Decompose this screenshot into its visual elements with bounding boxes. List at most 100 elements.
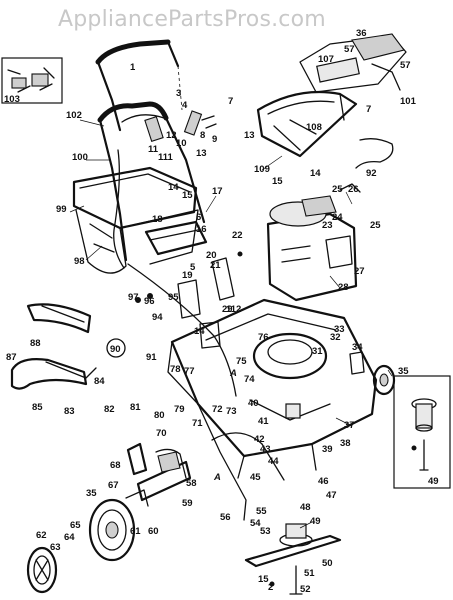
callout-56: 56 bbox=[220, 512, 231, 523]
callout-70: 70 bbox=[156, 428, 167, 439]
callout-15a: 15 bbox=[182, 190, 193, 201]
callout-74: 74 bbox=[244, 374, 255, 385]
callout-A-lower: A bbox=[213, 472, 221, 483]
inset-107-starter-parts bbox=[299, 33, 407, 93]
callout-25a: 25 bbox=[332, 184, 343, 195]
callout-9: 9 bbox=[212, 134, 217, 145]
watermark-text: AppliancePartsPros.com bbox=[58, 7, 326, 32]
callout-33: 33 bbox=[334, 324, 345, 335]
inset-103-control-parts bbox=[1, 57, 63, 104]
callout-35b: 35 bbox=[86, 488, 97, 499]
callout-62: 62 bbox=[36, 530, 47, 541]
callout-72: 72 bbox=[212, 404, 223, 415]
callout-83: 83 bbox=[64, 406, 75, 417]
callout-100: 100 bbox=[72, 152, 88, 163]
callout-65: 65 bbox=[70, 520, 81, 531]
callout-15c: 15 bbox=[258, 574, 269, 585]
callout-22: 22 bbox=[232, 230, 243, 241]
callout-25b: 25 bbox=[370, 220, 381, 231]
callout-108: 108 bbox=[306, 122, 322, 133]
callout-24: 24 bbox=[332, 212, 343, 223]
callout-18: 18 bbox=[152, 214, 163, 225]
callout-12: 12 bbox=[166, 130, 177, 141]
callout-21: 21 bbox=[210, 260, 221, 271]
callout-13b: 13 bbox=[244, 130, 255, 141]
callout-85: 85 bbox=[32, 402, 43, 413]
callout-60: 60 bbox=[148, 526, 159, 537]
callout-91: 91 bbox=[146, 352, 157, 363]
upper-handle bbox=[95, 39, 183, 132]
callout-7a: 7 bbox=[228, 96, 233, 107]
callout-45: 45 bbox=[250, 472, 261, 483]
callout-53: 53 bbox=[260, 526, 271, 537]
front-wheel-assembly bbox=[88, 460, 192, 562]
callout-61: 61 bbox=[130, 526, 141, 537]
callout-41: 41 bbox=[258, 416, 269, 427]
callout-14b: 14 bbox=[310, 168, 321, 179]
callout-48: 48 bbox=[300, 502, 311, 513]
callout-80: 80 bbox=[154, 410, 165, 421]
callout-3: 3 bbox=[176, 88, 181, 99]
callout-40: 40 bbox=[248, 398, 259, 409]
callout-27: 27 bbox=[354, 266, 365, 277]
callout-58: 58 bbox=[186, 478, 197, 489]
callout-A-upper: A bbox=[229, 368, 237, 379]
rear-deflector bbox=[10, 303, 97, 390]
callout-17: 17 bbox=[212, 186, 223, 197]
callout-23: 23 bbox=[322, 220, 333, 231]
callout-68: 68 bbox=[110, 460, 121, 471]
callout-13a: 13 bbox=[196, 148, 207, 159]
callout-73: 73 bbox=[226, 406, 237, 417]
callout-102: 102 bbox=[66, 110, 82, 121]
callout-111: 111 bbox=[158, 152, 174, 163]
callout-112: 112 bbox=[226, 304, 241, 315]
callout-5: 5 bbox=[190, 262, 196, 273]
callout-6: 6 bbox=[196, 212, 201, 223]
callout-35a: 35 bbox=[398, 366, 409, 377]
callout-109: 109 bbox=[254, 164, 270, 175]
callout-101: 101 bbox=[400, 96, 417, 107]
callout-11: 11 bbox=[148, 144, 159, 155]
callout-8: 8 bbox=[200, 130, 205, 141]
callout-92: 92 bbox=[366, 168, 377, 179]
callout-31: 31 bbox=[312, 346, 323, 357]
callout-43: 43 bbox=[260, 444, 271, 455]
front-skirt bbox=[197, 403, 285, 521]
callout-38: 38 bbox=[340, 438, 351, 449]
callout-98: 98 bbox=[74, 256, 85, 267]
callout-81: 81 bbox=[130, 402, 141, 413]
callout-20: 20 bbox=[206, 250, 217, 261]
callout-2: 2 bbox=[268, 582, 273, 593]
reference-circle-90 bbox=[106, 338, 126, 358]
rear-shroud bbox=[256, 90, 358, 158]
callout-64: 64 bbox=[64, 532, 75, 543]
callout-107: 107 bbox=[318, 54, 334, 65]
callout-57b: 57 bbox=[400, 60, 411, 71]
callout-78: 78 bbox=[170, 364, 181, 375]
callout-94: 94 bbox=[152, 312, 163, 323]
leader-lines bbox=[69, 119, 393, 529]
callout-26: 26 bbox=[348, 184, 359, 195]
callout-82: 82 bbox=[104, 404, 115, 415]
callout-51: 51 bbox=[304, 568, 315, 579]
callout-36: 36 bbox=[356, 28, 367, 39]
callout-103: 103 bbox=[4, 94, 20, 105]
callout-15b: 15 bbox=[272, 176, 283, 187]
engine bbox=[266, 183, 361, 302]
hub-cap bbox=[26, 546, 58, 594]
wire-92 bbox=[355, 138, 394, 169]
callout-39: 39 bbox=[322, 444, 333, 455]
callout-42: 42 bbox=[254, 434, 265, 445]
callout-47: 47 bbox=[326, 490, 337, 501]
callout-44: 44 bbox=[268, 456, 279, 467]
inset-49-adapter bbox=[393, 375, 451, 489]
callout-46: 46 bbox=[318, 476, 329, 487]
callout-54: 54 bbox=[250, 518, 261, 529]
callout-63: 63 bbox=[50, 542, 61, 553]
callout-87: 87 bbox=[6, 352, 17, 363]
callout-71: 71 bbox=[192, 418, 203, 429]
callout-55: 55 bbox=[256, 506, 267, 517]
callout-49b: 49 bbox=[428, 476, 439, 487]
bag-frame bbox=[144, 220, 208, 256]
